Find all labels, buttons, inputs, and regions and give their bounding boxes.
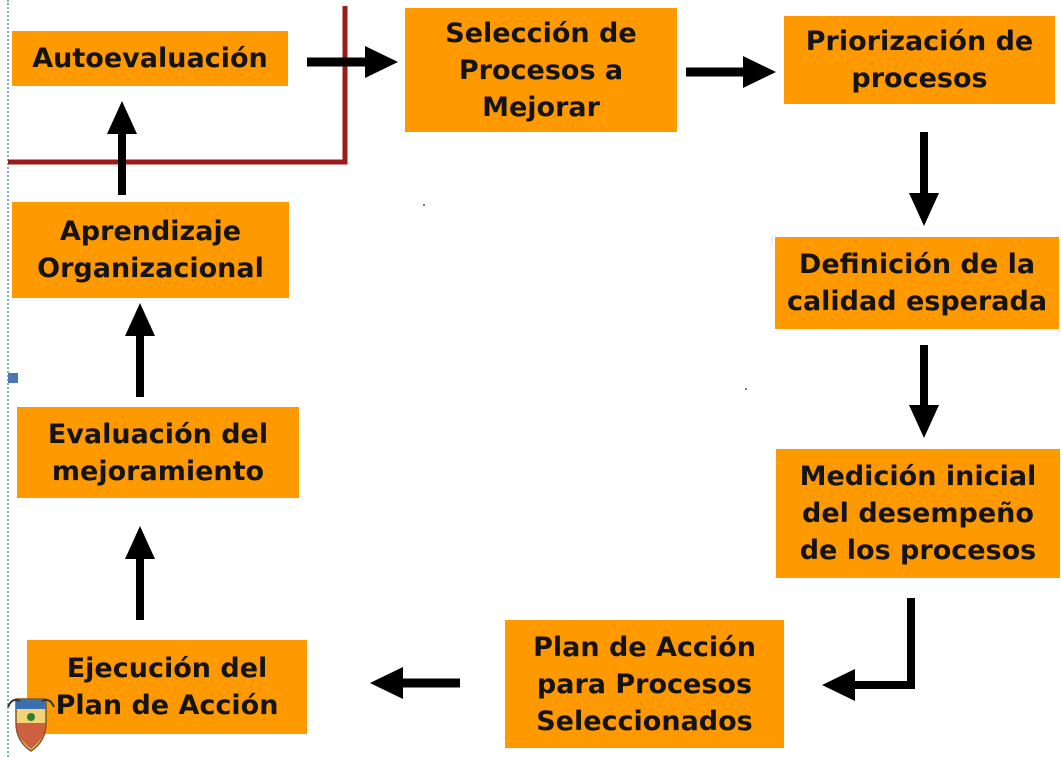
arrow-autoevaluacion-to-seleccion	[307, 46, 398, 78]
arrow-definicion-to-medicion	[909, 345, 939, 438]
step-autoevaluacion: Autoevaluación	[12, 31, 288, 86]
stray-dot	[745, 388, 747, 390]
step-ejecucion-plan: Ejecución del Plan de Acción	[27, 640, 307, 734]
step-autoevaluacion-label: Autoevaluación	[32, 43, 268, 74]
arrow-medicion-to-plan	[822, 598, 915, 701]
step-priorizacion-label: Priorización de procesos	[805, 26, 1034, 94]
step-ejecucion-label: Ejecución del Plan de Acción	[55, 653, 279, 721]
step-medicion-label: Medición inicial del desempeño de los pr…	[799, 461, 1037, 566]
stray-dot	[423, 204, 425, 206]
arrow-evaluacion-to-aprendizaje	[125, 303, 155, 397]
arrow-priorizacion-to-definicion	[909, 132, 939, 226]
step-definicion-calidad: Definición de la calidad esperada	[775, 237, 1059, 329]
step-plan-accion: Plan de Acción para Procesos Seleccionad…	[505, 620, 784, 748]
step-evaluacion-mejoramiento: Evaluación del mejoramiento	[17, 407, 299, 498]
arrow-plan-to-ejecucion	[370, 667, 460, 699]
step-aprendizaje-label: Aprendizaje Organizacional	[37, 216, 264, 284]
arrow-aprendizaje-to-autoevaluacion	[107, 101, 137, 195]
step-definicion-label: Definición de la calidad esperada	[786, 249, 1048, 317]
step-plan-label: Plan de Acción para Procesos Seleccionad…	[533, 631, 756, 737]
step-aprendizaje-organizacional: Aprendizaje Organizacional	[12, 202, 289, 298]
arrow-seleccion-to-priorizacion	[686, 56, 776, 88]
step-priorizacion: Priorización de procesos	[784, 16, 1055, 104]
arrow-ejecucion-to-evaluacion	[125, 526, 155, 620]
step-seleccion-procesos: Selección de Procesos a Mejorar	[405, 8, 677, 132]
left-edge-marker	[8, 373, 18, 383]
coat-of-arms-icon	[7, 698, 55, 752]
step-medicion-inicial: Medición inicial del desempeño de los pr…	[776, 449, 1060, 578]
step-seleccion-label: Selección de Procesos a Mejorar	[445, 17, 637, 123]
step-evaluacion-label: Evaluación del mejoramiento	[47, 418, 269, 487]
